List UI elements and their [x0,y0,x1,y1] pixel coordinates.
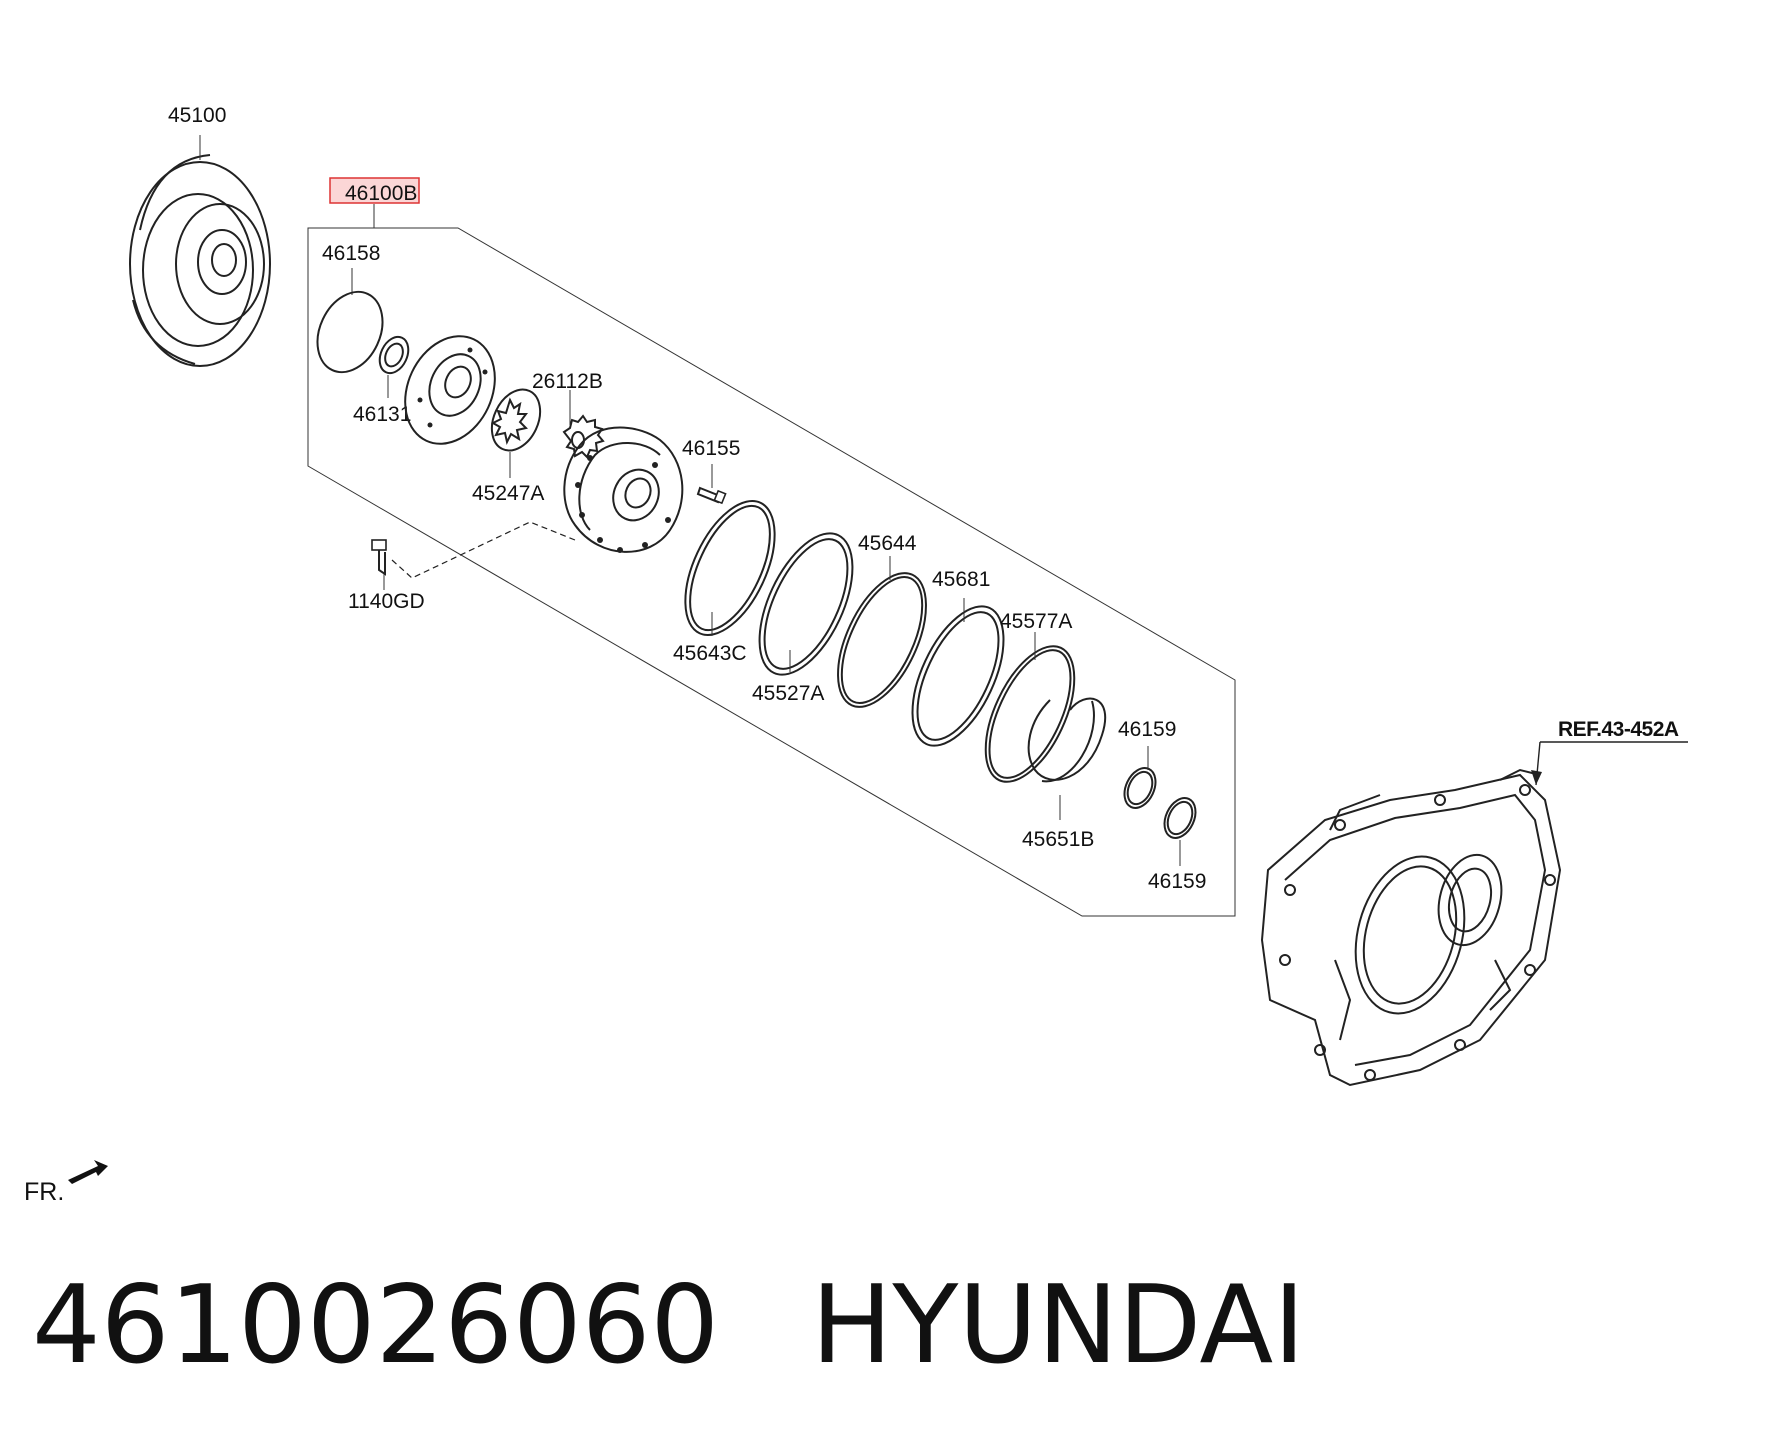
snap-ring-45651b [1027,697,1107,781]
part-label-ring-45681: 45681 [932,568,990,591]
part-label-pump-assembly: 46100B [345,182,417,205]
part-label-flange-bolt: 1140GD [348,590,425,613]
o-ring-46158 [316,290,384,374]
footer-part-number: 4610026060 [32,1263,720,1388]
part-label-seal-ring-upper: 46159 [1118,718,1176,741]
part-label-ring-45577a: 45577A [1000,610,1072,633]
torque-converter-illustration [129,135,271,367]
part-label-o-ring: 46158 [322,242,380,265]
pump-cover-illustration [404,335,496,445]
oil-pump-body-illustration [563,426,684,553]
front-direction-label: FR. [24,1178,64,1206]
part-label-snap-ring: 45651B [1022,828,1094,851]
seal-ring-46159-upper [1123,767,1157,809]
part-label-oil-seal: 46131 [353,403,411,426]
oil-seal-46131 [378,335,410,375]
gasket-45527a [758,532,854,676]
part-label-seal-ring-lower: 46159 [1148,870,1206,893]
ring-45577a [984,645,1076,783]
seal-ring-46159-lower [1163,797,1197,839]
reference-label: REF.43-452A [1558,718,1679,741]
highlight-box [329,177,420,204]
flange-bolt-1140gd [371,539,387,576]
seal-ring-45643c [684,499,776,637]
part-label-ring-45644: 45644 [858,532,917,555]
footer-brand: HYUNDAI [811,1263,1306,1388]
part-label-driven-gear: 45247A [472,482,544,505]
part-label-pump-bolt: 46155 [682,437,740,460]
transaxle-housing-illustration [1260,768,1562,1087]
front-direction-arrow-icon [68,1160,108,1184]
part-label-drive-gear: 26112B [532,370,603,393]
assembly-boundary [307,227,1236,917]
driven-gear-45247a [490,388,542,452]
ring-45681 [911,605,1005,747]
ring-45644 [837,572,927,708]
part-label-gasket: 45527A [752,682,824,705]
part-label-torque-converter: 45100 [168,104,226,127]
pump-bolt-46155 [696,486,727,505]
part-label-seal-ring-c: 45643C [673,642,747,665]
